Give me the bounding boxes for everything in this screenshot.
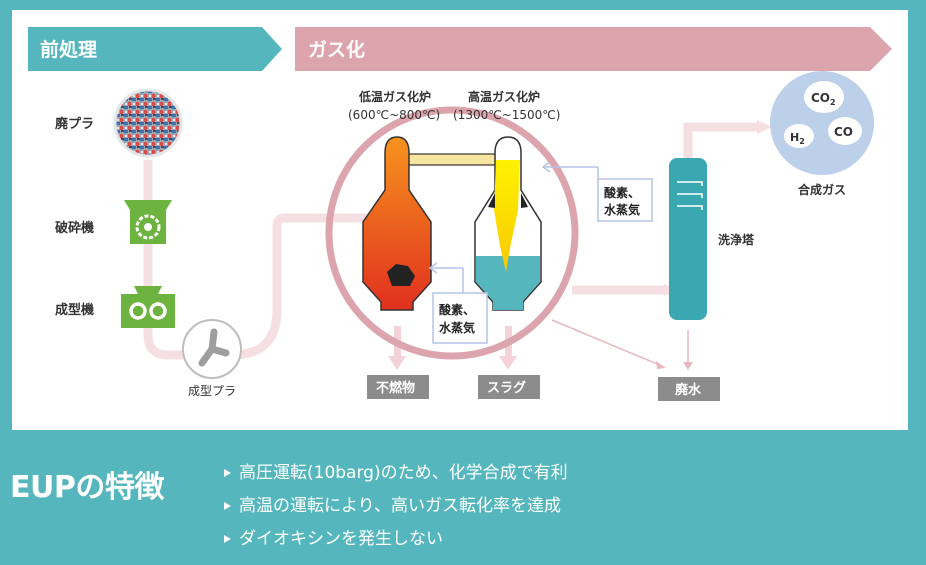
scrubber-label: 洗浄塔 bbox=[718, 232, 755, 247]
low-temp-furnace-name: 低温ガス化炉 bbox=[358, 89, 431, 104]
low-temp-furnace bbox=[362, 136, 432, 311]
feature-text: 高温の運転により、高いガス転化率を達成 bbox=[239, 496, 561, 516]
svg-text:H2: H2 bbox=[790, 131, 805, 146]
molding-machine-icon bbox=[121, 286, 175, 328]
gasification-banner bbox=[295, 27, 892, 71]
incombustibles-label: 不燃物 bbox=[376, 380, 415, 396]
scrubber-spray-lines bbox=[677, 181, 703, 210]
co2-bubble: CO2 bbox=[804, 81, 844, 113]
co-bubble: CO bbox=[828, 117, 862, 145]
syngas-label: 合成ガス bbox=[798, 182, 846, 197]
molded-plastic-icon bbox=[182, 319, 242, 379]
high-temp-furnace-range: (1300℃~1500℃) bbox=[453, 108, 560, 122]
oxygen-steam-box-low bbox=[432, 292, 488, 344]
oxygen-steam-high-line2: 水蒸気 bbox=[604, 202, 640, 217]
slag-label: スラグ bbox=[487, 380, 526, 396]
features-title: EUPの特徴 bbox=[10, 470, 164, 505]
bullet-triangle-icon bbox=[224, 502, 231, 510]
svg-text:CO: CO bbox=[834, 125, 853, 139]
feature-item: 高温の運転により、高いガス転化率を達成 bbox=[224, 495, 568, 517]
slag-pool bbox=[476, 256, 540, 310]
oxygen-steam-low-line1: 酸素、 bbox=[439, 302, 475, 317]
waste-plastic-label: 廃プラ bbox=[54, 116, 94, 132]
h2-bubble: H2 bbox=[784, 124, 814, 148]
feature-item: ダイオキシンを発生しない bbox=[224, 528, 568, 550]
low-temp-furnace-range: (600℃~800℃) bbox=[348, 108, 440, 122]
flame bbox=[494, 160, 520, 272]
pretreatment-banner bbox=[28, 27, 282, 71]
wastewater-badge bbox=[658, 377, 720, 401]
furnace-connector-pipe bbox=[405, 153, 505, 166]
gasifier-circle bbox=[325, 106, 579, 360]
crusher-icon bbox=[124, 200, 172, 244]
bullet-triangle-icon bbox=[224, 469, 231, 477]
char-bed bbox=[387, 264, 415, 286]
wastewater-label: 廃水 bbox=[674, 382, 702, 398]
bullet-triangle-icon bbox=[224, 535, 231, 543]
feature-text: 高圧運転(10barg)のため、化学合成で有利 bbox=[239, 463, 568, 483]
feature-item: 高圧運転(10barg)のため、化学合成で有利 bbox=[224, 462, 568, 484]
gasification-header: ガス化 bbox=[308, 38, 365, 61]
feature-text: ダイオキシンを発生しない bbox=[239, 529, 443, 549]
oxygen-steam-box-high bbox=[597, 178, 653, 222]
features-list: 高圧運転(10barg)のため、化学合成で有利 高温の運転により、高いガス転化率… bbox=[224, 462, 568, 561]
flame-shoulder-left bbox=[488, 193, 495, 208]
syngas-cloud bbox=[770, 71, 874, 175]
molding-machine-label: 成型機 bbox=[55, 302, 94, 318]
process-diagram-panel: 前処理 ガス化 廃プラ 破砕機 成型機 bbox=[12, 10, 908, 430]
high-temp-furnace-name: 高温ガス化炉 bbox=[468, 89, 540, 104]
scrubber-tower bbox=[669, 158, 707, 320]
flame-shoulder-right bbox=[521, 193, 528, 208]
molded-plastic-label: 成型プラ bbox=[188, 384, 236, 398]
oxygen-steam-low-line2: 水蒸気 bbox=[439, 320, 475, 335]
slag-badge bbox=[478, 375, 540, 399]
crusher-label: 破砕機 bbox=[55, 220, 94, 236]
pretreatment-flow bbox=[143, 160, 188, 360]
waste-plastic-image bbox=[115, 90, 181, 156]
process-diagram: 前処理 ガス化 廃プラ 破砕機 成型機 bbox=[28, 27, 892, 401]
svg-text:CO2: CO2 bbox=[811, 91, 836, 107]
molded-feed-flow bbox=[231, 213, 367, 360]
incombustibles-badge bbox=[367, 375, 429, 399]
oxygen-steam-high-line1: 酸素、 bbox=[604, 185, 640, 200]
pretreatment-header: 前処理 bbox=[40, 38, 97, 61]
